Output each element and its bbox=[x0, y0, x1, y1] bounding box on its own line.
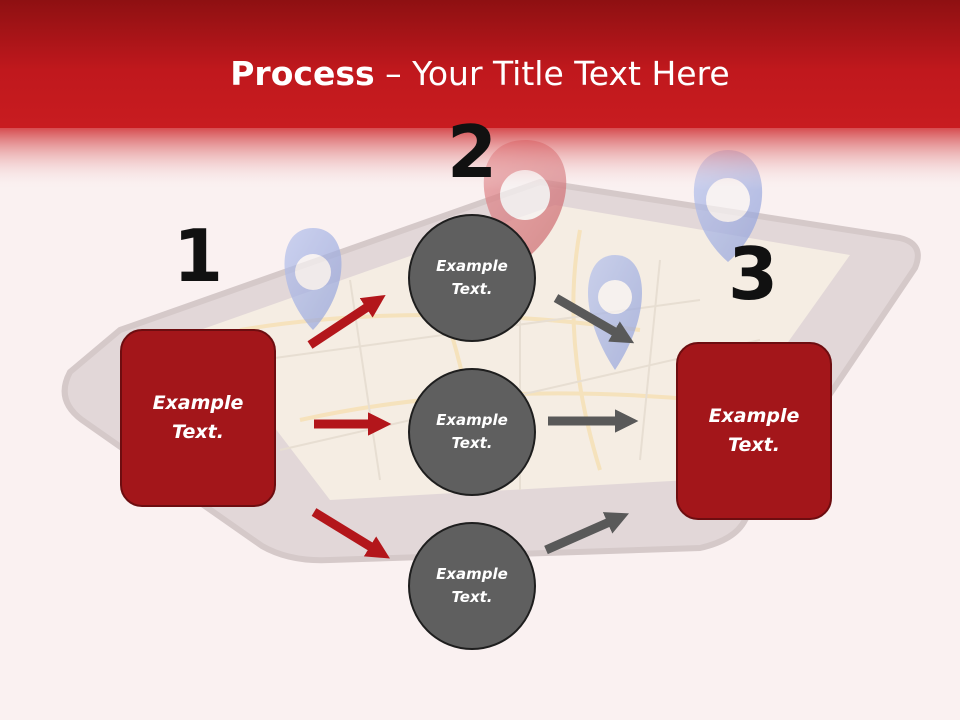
right-box: Example Text. bbox=[676, 342, 832, 520]
circle-2-label: Example Text. bbox=[436, 411, 508, 452]
title-bold: Process bbox=[230, 54, 375, 93]
circle-1: Example Text. bbox=[408, 214, 536, 342]
left-box: Example Text. bbox=[120, 329, 276, 507]
slide-title: Process – Your Title Text Here bbox=[0, 52, 960, 96]
step-number-3: 3 bbox=[727, 232, 779, 316]
step-number-2: 2 bbox=[446, 110, 498, 194]
circle-1-label: Example Text. bbox=[436, 257, 508, 298]
circle-3-label: Example Text. bbox=[436, 565, 508, 606]
step-number-1: 1 bbox=[172, 214, 224, 298]
left-box-label: Example Text. bbox=[152, 392, 244, 443]
circle-2: Example Text. bbox=[408, 368, 536, 496]
right-box-label: Example Text. bbox=[708, 405, 800, 456]
circle-3: Example Text. bbox=[408, 522, 536, 650]
title-rest: – Your Title Text Here bbox=[374, 54, 730, 93]
